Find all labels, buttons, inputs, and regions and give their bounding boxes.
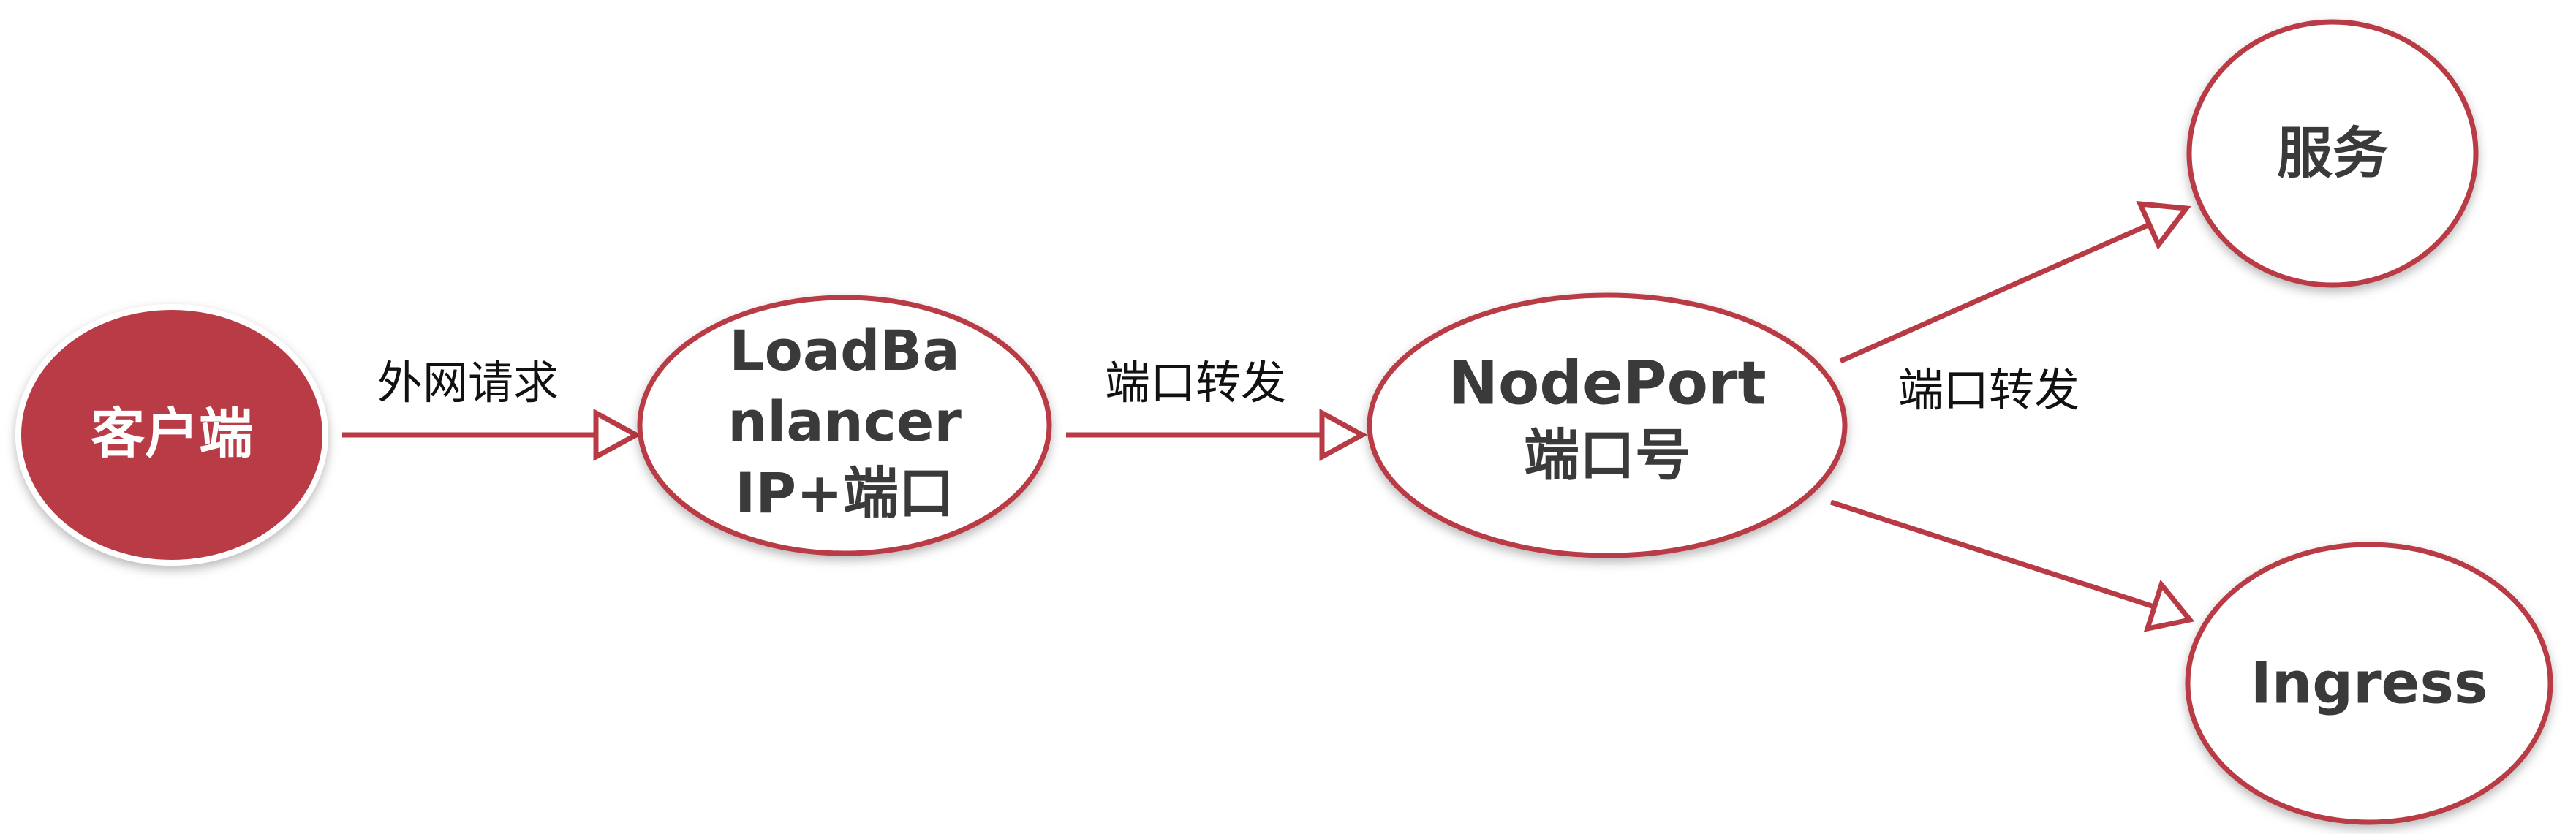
- arrowhead-icon: [2136, 200, 2191, 250]
- node-nodeport-line2: 端口号: [1524, 422, 1691, 488]
- node-ingress: Ingress: [2185, 542, 2553, 825]
- edge-label-external-request: 外网请求: [377, 356, 559, 409]
- node-client-shape: [15, 304, 328, 566]
- arrowhead-icon: [1319, 409, 1368, 461]
- edge-line: [1829, 499, 2156, 610]
- node-ingress-label: Ingress: [2251, 651, 2488, 716]
- node-ingress-shape: [2185, 542, 2553, 825]
- node-loadbalancer-line3: IP+端口: [735, 460, 954, 526]
- node-client-label: 客户端: [91, 403, 253, 466]
- arrowhead-icon: [2143, 579, 2195, 632]
- edge-nodeport-to-ingress: [1829, 499, 2195, 632]
- edge-client-to-loadbalancer: [342, 409, 642, 461]
- edge-label-port-forward-2: 端口转发: [1898, 363, 2080, 417]
- node-service-label: 服务: [2277, 121, 2388, 186]
- node-client: 客户端: [15, 304, 328, 566]
- node-service-shape: [2186, 19, 2479, 288]
- edge-line: [1839, 221, 2151, 364]
- node-loadbalancer-line2: nlancer: [728, 389, 962, 454]
- node-service: 服务: [2186, 19, 2479, 288]
- edge-loadbalancer-to-nodeport: [1066, 409, 1368, 461]
- node-nodeport-line1: NodePort: [1448, 349, 1766, 418]
- node-loadbalancer: LoadBa nlancer IP+端口: [637, 295, 1052, 556]
- node-loadbalancer-line1: LoadBa: [729, 318, 960, 383]
- node-loadbalancer-shape: [637, 295, 1052, 556]
- edge-label-port-forward-1: 端口转发: [1105, 356, 1286, 409]
- arrowhead-icon: [593, 409, 642, 461]
- edge-nodeport-to-service: [1839, 200, 2191, 364]
- node-nodeport: NodePort 端口号: [1367, 292, 1848, 558]
- node-nodeport-shape: [1367, 292, 1848, 558]
